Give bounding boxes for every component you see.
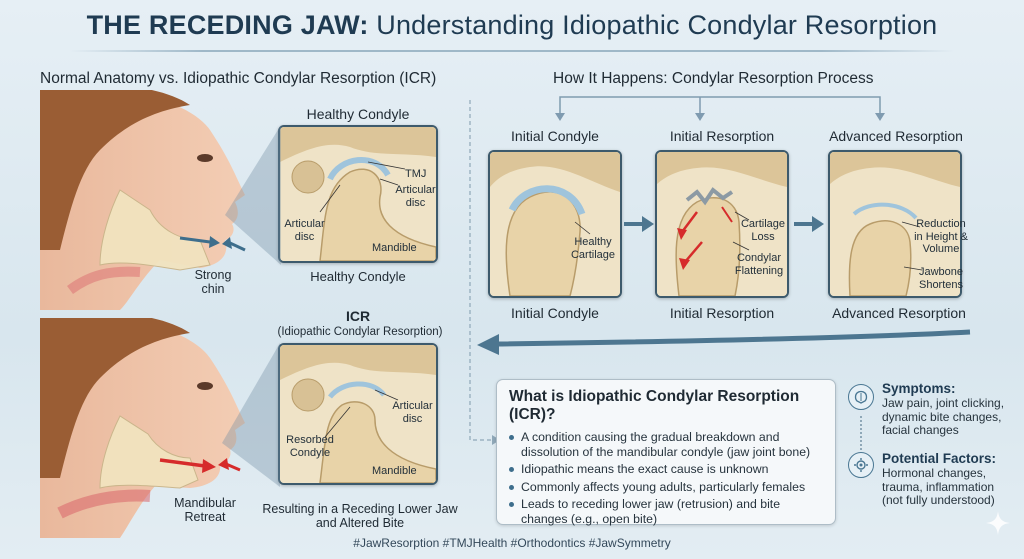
info-bullet: Commonly affects young adults, particula… <box>509 480 823 495</box>
stage-3-panel <box>828 150 962 298</box>
process-connector-arrows <box>555 96 885 121</box>
stage-3-note-jawbone-shortens: Jawbone Shortens <box>918 266 964 291</box>
brain-icon <box>848 384 874 410</box>
stage-2-panel <box>655 150 789 298</box>
info-heading: What is Idiopathic Condylar Resorption (… <box>509 388 800 423</box>
icr-projection-wedge <box>222 343 280 487</box>
stage-3-drawing <box>830 152 960 296</box>
factors-title: Potential Factors: <box>882 451 997 466</box>
healthy-face-illustration <box>40 90 246 310</box>
stage-arrow-2 <box>794 216 824 232</box>
symptoms-title: Symptoms: <box>882 381 956 396</box>
icr-panel-title: ICR <box>345 308 371 324</box>
side-divider <box>860 416 862 450</box>
stage-2-title: Initial Resorption <box>669 128 775 144</box>
hashtags: #JawResorption #TMJHealth #Orthodontics … <box>353 536 671 550</box>
info-bullet: A condition causing the gradual breakdow… <box>509 430 823 459</box>
icr-face-illustration <box>40 318 245 538</box>
icr-resorbed-condyle-label: Resorbed Condyle <box>286 434 334 459</box>
healthy-mandible-label: Mandible <box>372 242 417 254</box>
strong-chin-label: Strong chin <box>194 268 232 296</box>
healthy-condyle-drawing <box>280 127 436 261</box>
info-bullet-list: A condition causing the gradual breakdow… <box>509 430 823 526</box>
icr-panel-subtitle: (Idiopathic Condylar Resorption) <box>277 326 443 338</box>
return-arrow <box>477 329 971 355</box>
icr-articular-disc-label: Articular disc <box>392 400 433 425</box>
process-section-heading: How It Happens: Condylar Resorption Proc… <box>553 70 874 87</box>
stage-2-caption: Initial Resorption <box>669 305 775 321</box>
info-bullet: Idiopathic means the exact cause is unkn… <box>509 462 823 477</box>
healthy-condyle-panel <box>278 125 438 263</box>
stage-1-note: Healthy Cartilage <box>570 236 616 261</box>
stage-1-caption: Initial Condyle <box>511 305 599 321</box>
icr-condyle-panel <box>278 343 438 485</box>
stage-1-drawing <box>490 152 620 296</box>
page-title: THE RECEDING JAW: Understanding Idiopath… <box>86 10 938 40</box>
healthy-projection-wedge <box>225 125 281 265</box>
stage-3-note-reduction: Reduction in Height & Volume <box>914 218 968 255</box>
stage-3-caption: Advanced Resorption <box>832 305 966 321</box>
symptoms-text: Jaw pain, joint clicking, dynamic bite c… <box>882 396 1005 437</box>
icr-condyle-drawing <box>280 345 436 483</box>
healthy-tmj-label: TMJ <box>405 168 427 180</box>
stage-2-drawing <box>657 152 787 296</box>
icr-mandible-label: Mandible <box>372 465 417 477</box>
stage-2-note-cartilage-loss: Cartilage Loss <box>740 218 786 243</box>
stage-2-note-condylar-flattening: Condylar Flattening <box>734 252 784 277</box>
gears-icon <box>848 452 874 478</box>
stage-3-title: Advanced Resorption <box>829 128 963 144</box>
info-bullet: Leads to receding lower jaw (retrusion) … <box>509 497 823 526</box>
stage-arrow-1 <box>624 216 654 232</box>
healthy-articular-disc-left-label: Articular disc <box>284 218 325 243</box>
factors-text: Hormonal changes, trauma, inflammation (… <box>882 466 995 507</box>
stage-1-panel <box>488 150 622 298</box>
sparkle-icon <box>986 511 1010 535</box>
stage-1-title: Initial Condyle <box>511 128 599 144</box>
title-divider <box>70 50 954 52</box>
healthy-caption: Healthy Condyle <box>310 269 406 284</box>
icr-info-box: What is Idiopathic Condylar Resorption (… <box>496 379 836 526</box>
healthy-articular-disc-right-label: Articular disc <box>395 184 436 209</box>
icr-caption: Resulting in a Receding Lower Jaw and Al… <box>262 502 458 530</box>
left-section-heading: Normal Anatomy vs. Idiopathic Condylar R… <box>40 70 437 87</box>
mandibular-retreat-label: Mandibular Retreat <box>174 496 236 524</box>
healthy-panel-title: Healthy Condyle <box>306 106 410 122</box>
